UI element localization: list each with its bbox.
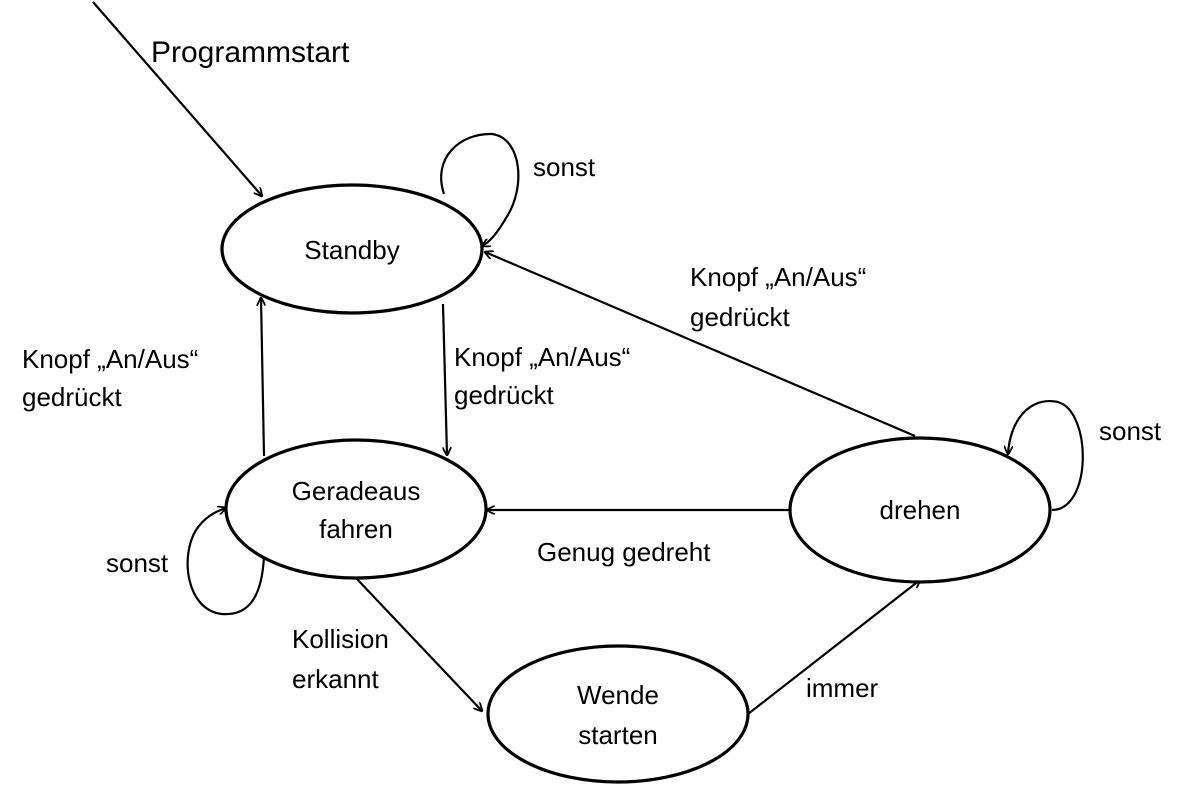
drehen-to-standby-label-line1: Knopf „An/Aus“: [690, 262, 866, 292]
geradeaus-to-standby-edge: [261, 298, 264, 457]
standby-self-loop: [440, 132, 520, 246]
state-wende-shape: [486, 644, 750, 784]
state-geradeaus-fahren: Geradeaus fahren: [224, 438, 488, 580]
drehen-to-standby-edge: [485, 252, 916, 438]
standby-self-label: sonst: [533, 152, 596, 182]
drehen-self-label: sonst: [1099, 416, 1162, 446]
state-geradeaus-label-line1: Geradeaus: [292, 476, 421, 506]
state-wende-label-line2: starten: [578, 720, 658, 750]
state-drehen-label: drehen: [880, 495, 961, 525]
geradeaus-to-wende-label-line1: Kollision: [292, 624, 389, 654]
drehen-to-geradeaus-label: Genug gedreht: [537, 537, 711, 567]
standby-to-geradeaus-label-line2: gedrückt: [454, 380, 554, 410]
geradeaus-to-standby-label-line2: gedrückt: [22, 382, 122, 412]
geradeaus-to-wende-label-line2: erkannt: [292, 664, 379, 694]
state-geradeaus-label-line2: fahren: [319, 514, 393, 544]
state-wende-label-line1: Wende: [577, 680, 659, 710]
state-drehen-shape: [788, 436, 1052, 584]
state-standby-label: Standby: [304, 235, 399, 265]
state-standby: Standby: [220, 183, 484, 315]
start-arrow: [92, 1, 262, 196]
state-wende-starten: Wende starten: [486, 644, 750, 784]
wende-to-drehen-label: immer: [806, 673, 879, 703]
drehen-to-standby-label-line2: gedrückt: [690, 302, 790, 332]
state-geradeaus-shape: [224, 438, 488, 580]
standby-to-geradeaus-edge: [441, 303, 447, 455]
geradeaus-to-standby-label-line1: Knopf „An/Aus“: [22, 344, 198, 374]
state-drehen: drehen: [788, 436, 1052, 584]
start-label: Programmstart: [151, 36, 350, 69]
wende-to-drehen-edge: [747, 580, 920, 715]
geradeaus-self-label: sonst: [106, 548, 169, 578]
drehen-self-loop: [1008, 399, 1084, 512]
standby-to-geradeaus-label-line1: Knopf „An/Aus“: [454, 342, 630, 372]
geradeaus-self-loop: [186, 508, 266, 616]
state-standby-shape: [220, 183, 484, 315]
geradeaus-to-wende-edge: [355, 577, 482, 711]
